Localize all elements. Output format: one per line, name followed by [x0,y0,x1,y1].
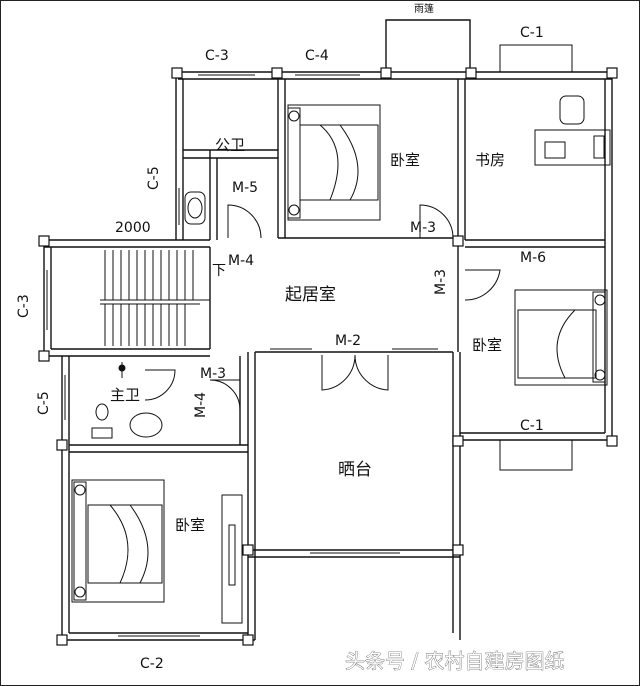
room-label-bedroom-right: 卧室 [472,336,502,354]
door-swings [144,204,501,411]
window-label-c3-top: C-3 [205,48,229,64]
stair-treads [100,250,210,346]
window-label-c1-top: C-1 [520,25,544,41]
canopy-label: 雨篷 [414,2,434,15]
door-label-m3-lower: M-3 [200,366,226,382]
bed-bottom [71,479,165,603]
door-label-m4-lower: M-4 [193,392,209,418]
room-label-bedroom-top: 卧室 [390,151,420,169]
door-label-m5: M-5 [232,180,258,196]
room-label-study: 书房 [475,151,505,169]
door-label-m2: M-2 [335,333,361,349]
window-marks [43,44,573,641]
window-label-c5-upper: C-5 [146,166,162,190]
room-label-master-bath: 主卫 [110,386,140,404]
room-label-public-bath: 公卫 [215,136,245,154]
bath-fixtures [91,191,206,439]
door-label-m6: M-6 [520,250,546,266]
balcony-planter [221,494,243,624]
window-label-c1-right: C-1 [520,418,544,434]
columns [38,67,618,646]
room-label-balcony: 晒台 [338,460,372,480]
bed-right [514,289,608,386]
bed-top [287,104,381,221]
dimension-label-2000: 2000 [115,220,151,236]
door-label-m3-right: M-3 [433,269,449,295]
room-label-living: 起居室 [285,285,336,305]
room-label-bedroom-bottom: 卧室 [175,516,205,534]
window-label-c2-bottom: C-2 [140,656,164,672]
watermark-text: 头条号 / 农村自建房图纸 [345,649,564,673]
door-label-m4-upper: M-4 [228,253,254,269]
window-label-c5-lower: C-5 [36,391,52,415]
window-label-c3-left: C-3 [16,294,32,318]
stair-down-label: 下 [212,263,226,279]
window-label-c4-top: C-4 [305,48,329,64]
study-furniture [534,95,611,166]
door-label-m3-upper: M-3 [410,220,436,236]
